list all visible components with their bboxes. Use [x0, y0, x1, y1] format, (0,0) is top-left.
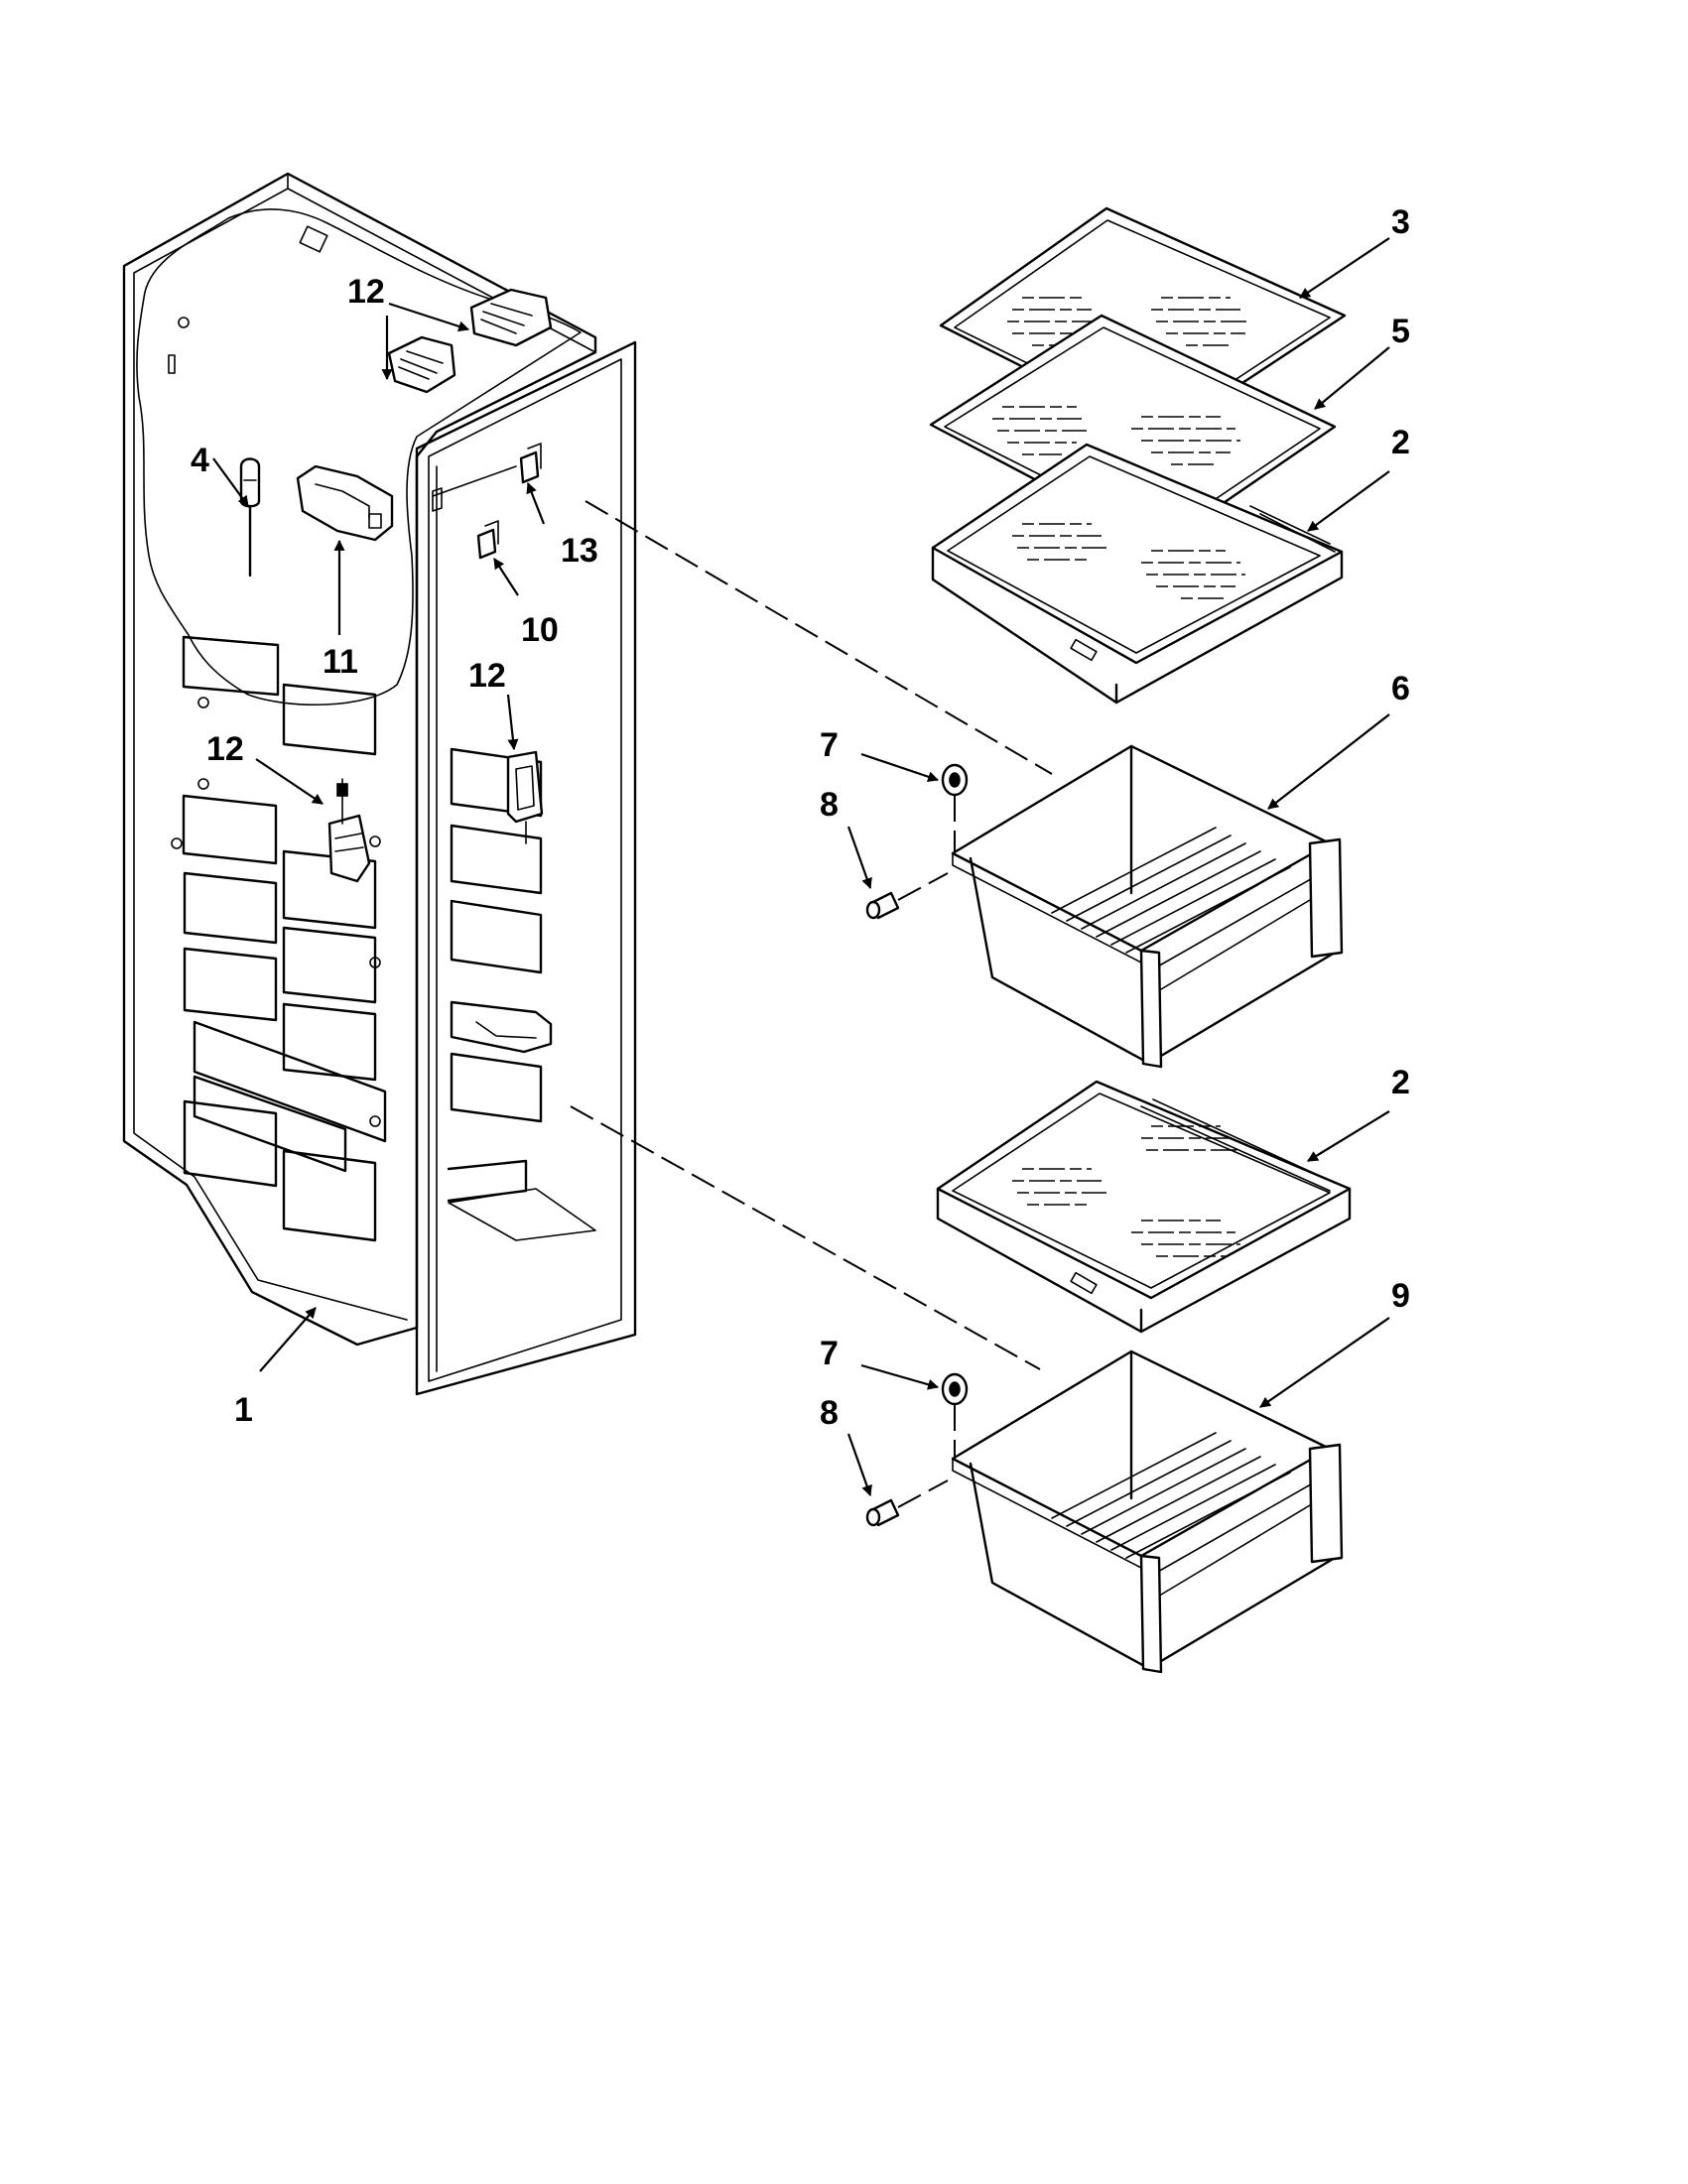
callout-5: 5: [1391, 313, 1410, 350]
callout-8: 8: [820, 1394, 839, 1432]
callout-2: 2: [1391, 1064, 1410, 1101]
assembly-line-upper: [584, 500, 1053, 775]
callout-12: 12: [347, 273, 385, 311]
axle-part-8-upper: [865, 872, 949, 920]
lamp-socket-left-part-12: [327, 778, 371, 883]
callout-9: 9: [1391, 1277, 1410, 1315]
crisper-drawer-part-6: [951, 744, 1344, 1069]
crisper-drawer-part-9: [951, 1349, 1344, 1674]
callout-3: 3: [1391, 203, 1410, 241]
callout-4: 4: [191, 442, 209, 479]
callout-8: 8: [820, 786, 839, 824]
shelf-frame-part-2-upper: [931, 443, 1344, 705]
lamp-right-part-12: [506, 750, 544, 844]
callout-7: 7: [820, 726, 839, 764]
switch-part-13: [519, 443, 542, 484]
callout-labels: 3 5 2 6 7 8 2 9 7 8 12 4 11 13 10 12 12 …: [191, 203, 1410, 1432]
callout-12: 12: [206, 730, 244, 768]
right-wall-slots: [447, 747, 596, 1241]
lamp-sockets-top-part-12: [387, 288, 553, 394]
callout-11: 11: [323, 643, 358, 681]
left-wall-slots: [171, 635, 387, 1242]
callout-7: 7: [820, 1335, 839, 1372]
roller-part-7-lower: [941, 1372, 969, 1459]
axle-part-8-lower: [865, 1479, 949, 1527]
callout-6: 6: [1391, 670, 1410, 707]
callout-10: 10: [521, 611, 559, 649]
refrigerator-liner: [122, 172, 637, 1396]
shelf-frame-part-2-lower: [936, 1080, 1352, 1334]
damper-housing-part-11: [296, 464, 394, 542]
sensor-part-4: [239, 457, 261, 578]
switch-part-10: [476, 520, 499, 560]
leader-lines: [212, 237, 1390, 1497]
assembly-line-lower: [570, 1105, 1041, 1370]
roller-part-7-upper: [941, 763, 969, 851]
callout-13: 13: [561, 532, 598, 570]
callout-2: 2: [1391, 424, 1410, 461]
callout-1: 1: [234, 1391, 253, 1429]
callout-12: 12: [468, 657, 506, 695]
